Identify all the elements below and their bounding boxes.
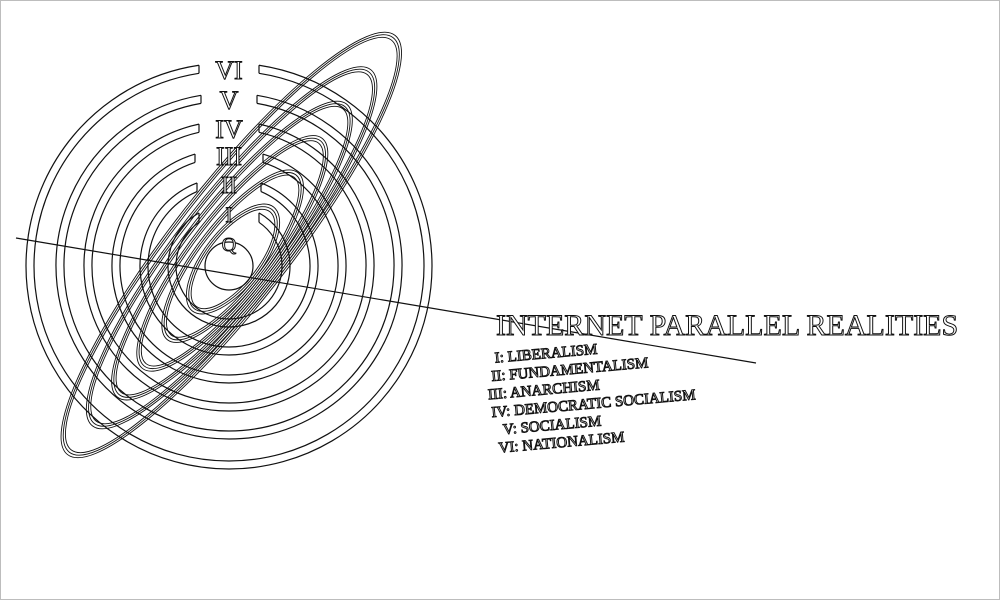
ring-arc [111,153,347,384]
ring-arc [55,94,403,440]
orbit-ellipse [90,71,373,425]
ring-arc [91,131,367,404]
ring-label: III [216,142,242,171]
orbit-ellipse [163,172,302,341]
ring-arc [25,64,433,470]
orbit-ellipse [140,140,324,367]
ring-arc [33,72,425,462]
ring-arc [63,102,395,432]
orbit-ellipse [188,206,278,312]
ring-label: I [225,202,232,227]
legend: I: LIBERALISM II: FUNDAMENTALISM III: AN… [487,341,697,457]
ring-arc [175,221,283,320]
ring-label: V [220,86,239,115]
diagram-title: INTERNET PARALLEL REALITIES [496,309,958,342]
tilted-orbit-ellipses [60,31,402,459]
pointer-line [15,237,757,364]
core-ring [204,241,254,291]
orbit-ellipse [64,36,398,454]
orbit-ellipse [115,105,349,396]
orbit-ellipse [165,174,300,338]
orbit-ellipse [62,34,400,456]
ring-label: II [221,173,237,199]
orbit-ellipse [138,137,327,370]
ring-arc [83,123,375,412]
ring-label: VI [215,56,242,85]
concentric-rings [25,64,433,470]
orbit-ellipse [88,68,376,427]
ring-label: IV [215,115,243,144]
ring-label: Q [222,234,237,256]
ring-arc [139,182,319,356]
ring-arc [119,161,339,376]
orbit-ellipse [190,208,276,310]
orbit-ellipse [113,103,351,398]
orbit-ellipse [60,31,402,459]
